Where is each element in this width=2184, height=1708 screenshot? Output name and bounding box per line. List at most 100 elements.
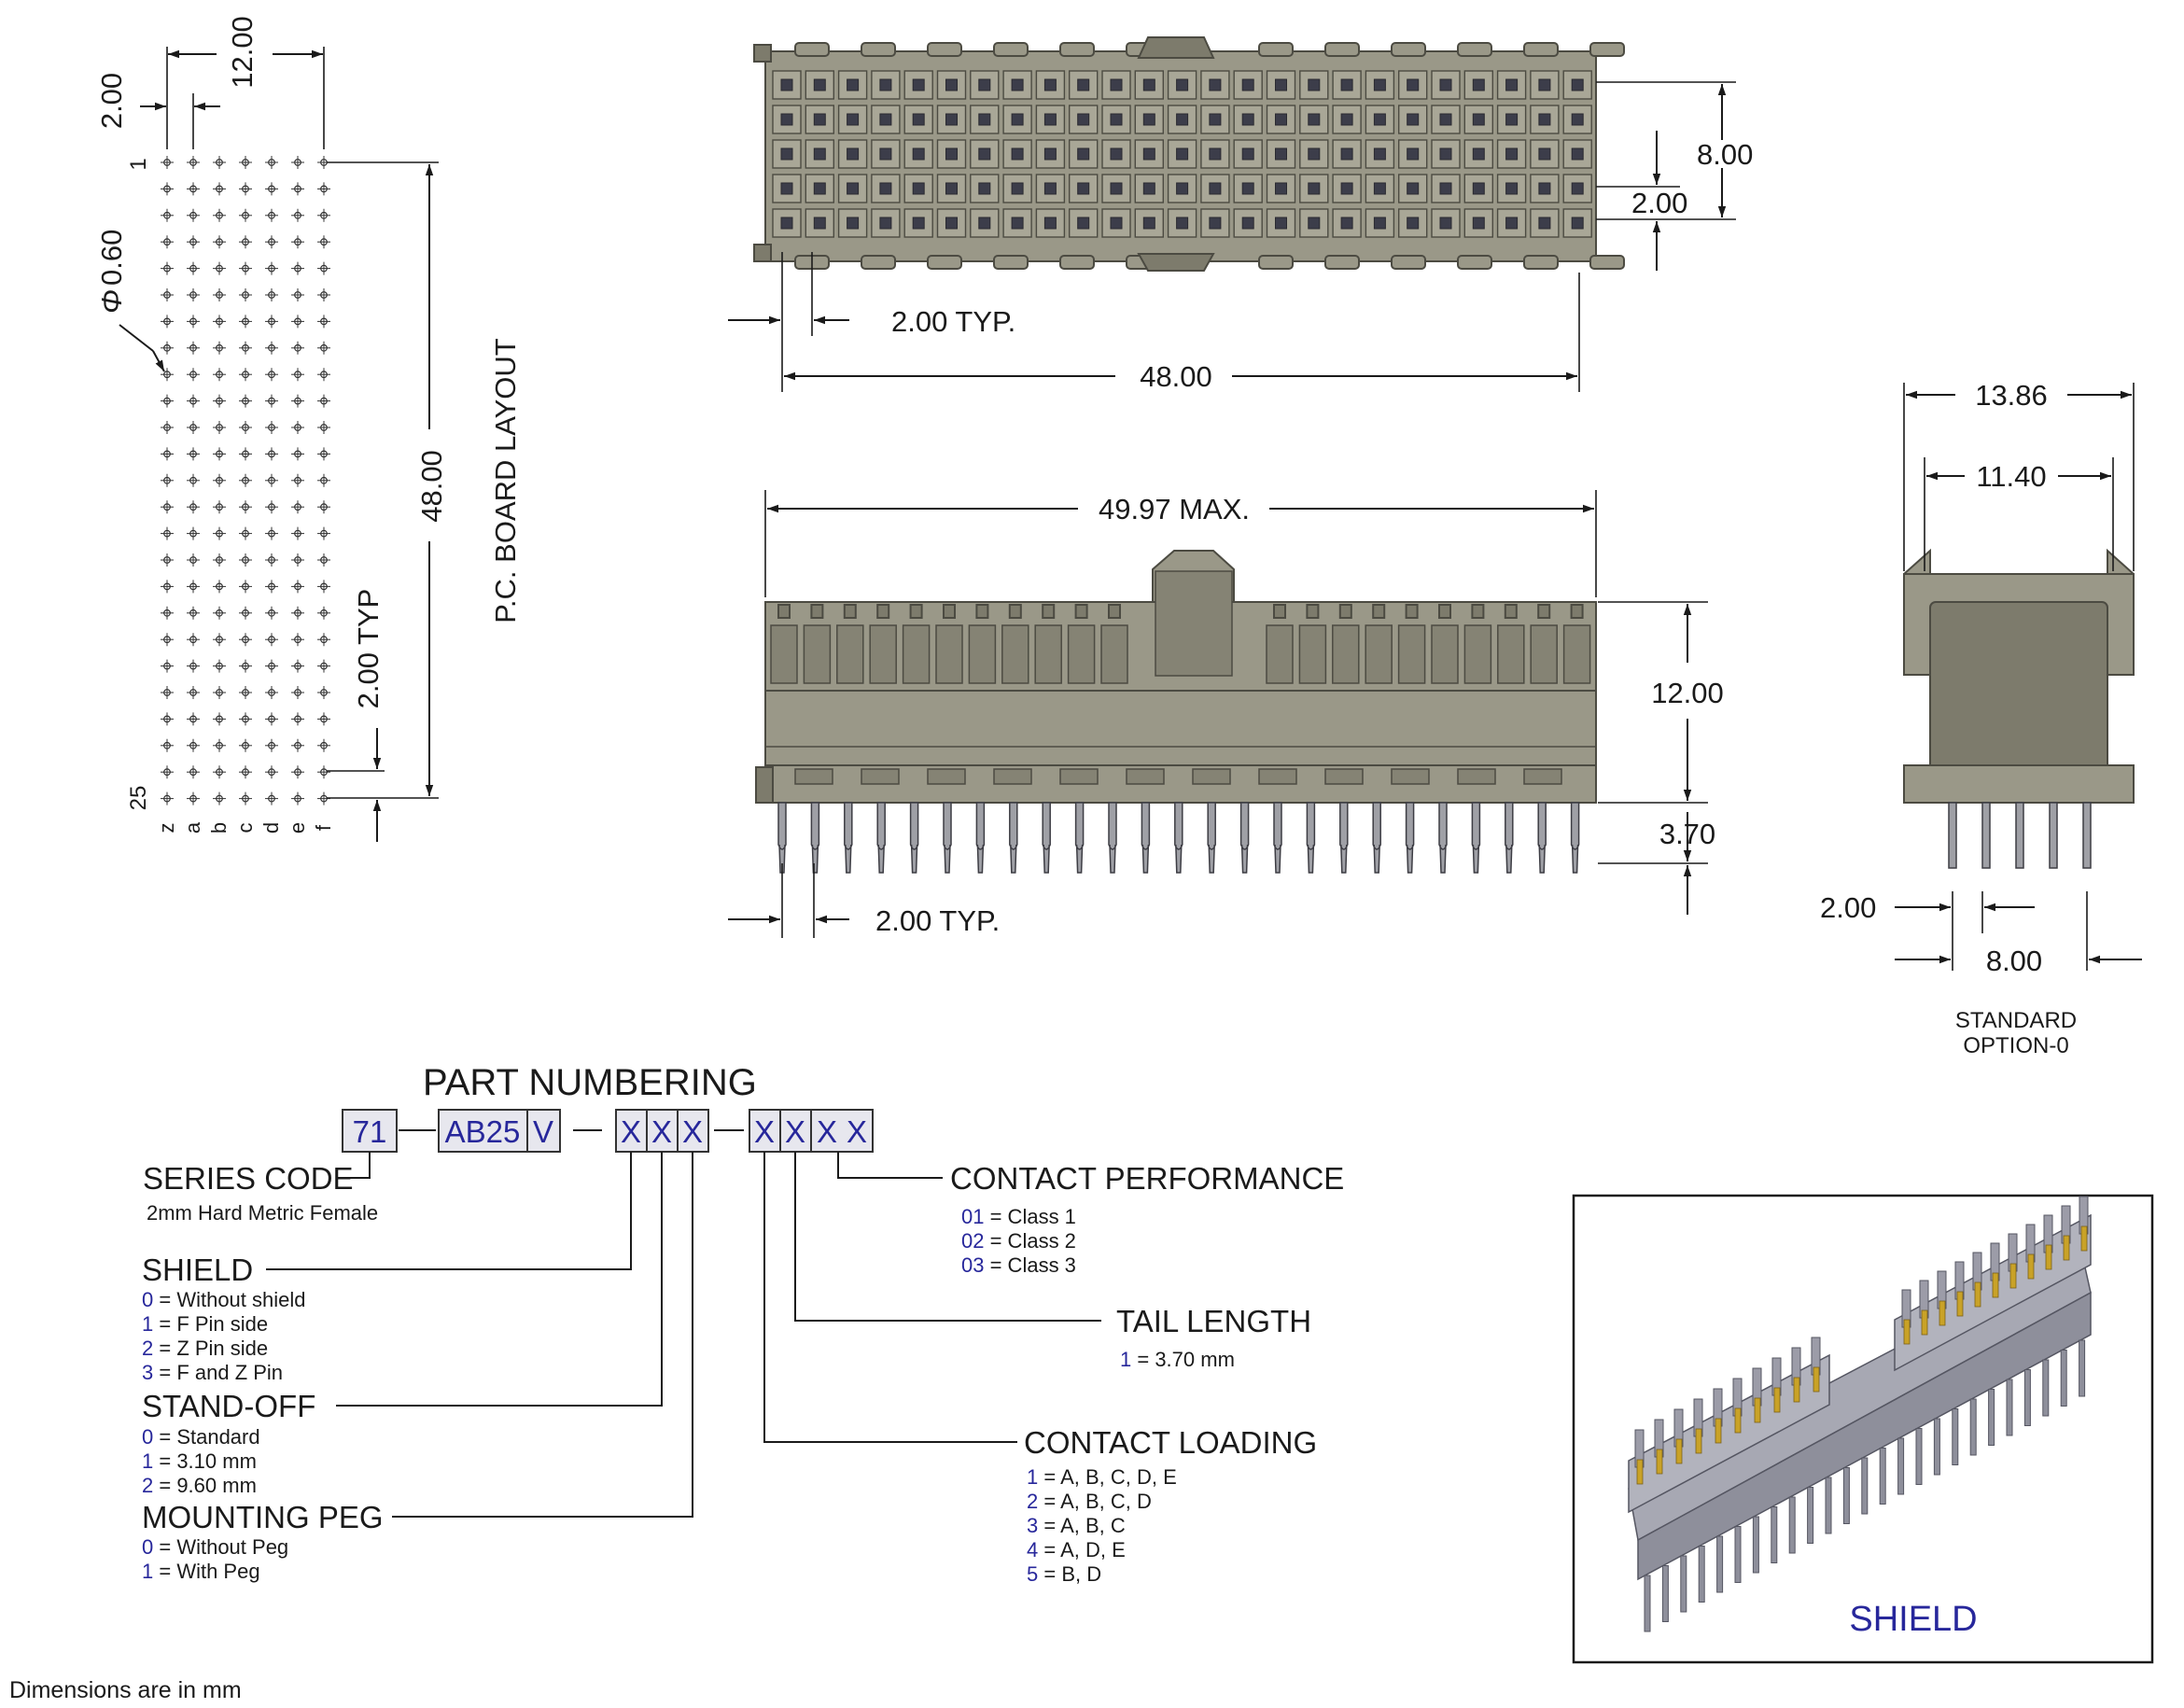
top-contact-opening [1077,182,1090,195]
pcb-column-label: f [312,824,335,831]
front-slot [1365,624,1393,684]
front-pin [1372,802,1381,874]
top-contact-opening [1011,78,1024,91]
front-lower-pocket [1258,768,1297,785]
top-contact-opening [1472,217,1485,230]
option-line: 1 = With Peg [142,1560,260,1583]
top-contact-opening [1176,113,1189,126]
top-contact-opening [813,147,826,161]
front-lower-pocket [993,768,1032,785]
side-inner-dim: 11.40 [1976,460,2046,493]
side-pin [1948,802,1957,869]
front-slot-tab [876,604,890,619]
option-line: 2 = Z Pin side [142,1337,268,1360]
top-contact-opening [879,78,892,91]
shield-contact-gold [1695,1428,1702,1454]
front-view: 49.97 MAX. 12.00 3.70 2.00 TYP. [728,490,1724,938]
top-contact-opening [912,78,925,91]
top-contact-opening [1308,147,1321,161]
series-code-label: SERIES CODE [143,1161,354,1196]
front-slot-tab [1108,604,1121,619]
front-pin [1405,802,1415,874]
side-span-dim: 8.00 [1986,945,2042,977]
front-slot-tab [1537,604,1551,619]
side-pin [2015,802,2024,869]
front-pin [1537,802,1547,874]
shield-leg [1644,1575,1651,1632]
option-line: 01 = Class 1 [961,1205,1076,1228]
option-text: = A, B, C, D [1043,1490,1152,1513]
front-slot-tab [777,604,791,619]
pcb-hole-grid [161,156,330,805]
front-tail-dim: 3.70 [1659,818,1715,850]
shield-leg [1933,1418,1940,1476]
option-text: = Without shield [159,1288,305,1311]
shield-contact-gold [1793,1377,1800,1403]
option-code: 01 [961,1205,990,1228]
top-tab [1324,255,1360,270]
option-line: 0 = Standard [142,1425,260,1449]
top-contact-opening [1407,113,1420,126]
option-code: 1 [142,1312,159,1336]
shield-legs [1644,1339,2086,1632]
top-contact-opening [813,217,826,230]
top-contact-opening [1275,217,1287,230]
top-contact-opening [1142,78,1155,91]
pcb-row-last-label: 25 [126,786,151,811]
top-contact-opening [1241,113,1254,126]
front-slot-tab [909,604,923,619]
top-contact-opening [847,147,860,161]
option-text: = 9.60 mm [159,1474,257,1497]
top-contact-opening [1011,113,1024,126]
shield-leg [1915,1428,1923,1485]
top-contact-opening [1043,78,1057,91]
top-contact-opening [879,147,892,161]
pn-box-ab25 [438,1109,528,1153]
top-contact-opening [1439,78,1452,91]
leader-loading [763,1152,1017,1443]
front-pin [1141,802,1151,874]
tail-options: 1 = 3.70 mm [1120,1348,1235,1371]
front-view-slots [765,604,1596,748]
top-contact-opening [847,78,860,91]
top-contact-opening [912,217,925,230]
top-contact-opening [1209,113,1222,126]
shield-contact-gold [1754,1397,1761,1423]
option-text: = A, D, E [1043,1538,1125,1561]
front-pin [1239,802,1250,874]
option-line: 1 = 3.10 mm [142,1449,257,1473]
shield-leg [1988,1389,1995,1446]
pn-box-performance [810,1109,874,1153]
front-slot-tab [1504,604,1518,619]
top-view-peg-bottom [753,244,772,262]
top-pitch-dim: 2.00 [1631,187,1687,219]
option-text: = Class 3 [990,1253,1076,1277]
front-pin [1570,802,1580,874]
top-length-dim: 48.00 [1140,360,1212,393]
option-line: 03 = Class 3 [961,1253,1076,1277]
pcb-width-dim: 12.00 [226,16,259,89]
top-tab [1457,42,1492,57]
leader-standoff [336,1152,663,1407]
option-code: 0 [142,1425,159,1449]
top-contact-opening [912,113,925,126]
top-contact-opening [945,217,958,230]
front-pin [1471,802,1481,874]
front-lower-pocket [1324,768,1364,785]
top-contact-opening [978,113,991,126]
top-contact-opening [1472,182,1485,195]
option-code: 4 [1027,1538,1043,1561]
top-contact-opening [1077,147,1090,161]
front-lower-pocket [794,768,833,785]
pn-box-standoff-text: X [651,1114,672,1149]
leader-peg [392,1152,693,1518]
top-contact-opening [1472,78,1485,91]
top-tab [1258,255,1294,270]
shield-contact-gold [1974,1281,1981,1308]
part-numbering-title: PART NUMBERING [423,1062,757,1103]
option-line: 2 = A, B, C, D [1027,1490,1152,1513]
option-line: 4 = A, D, E [1027,1538,1126,1561]
top-tab [1391,42,1426,57]
top-tab [1059,255,1095,270]
option-text: = F Pin side [159,1312,268,1336]
